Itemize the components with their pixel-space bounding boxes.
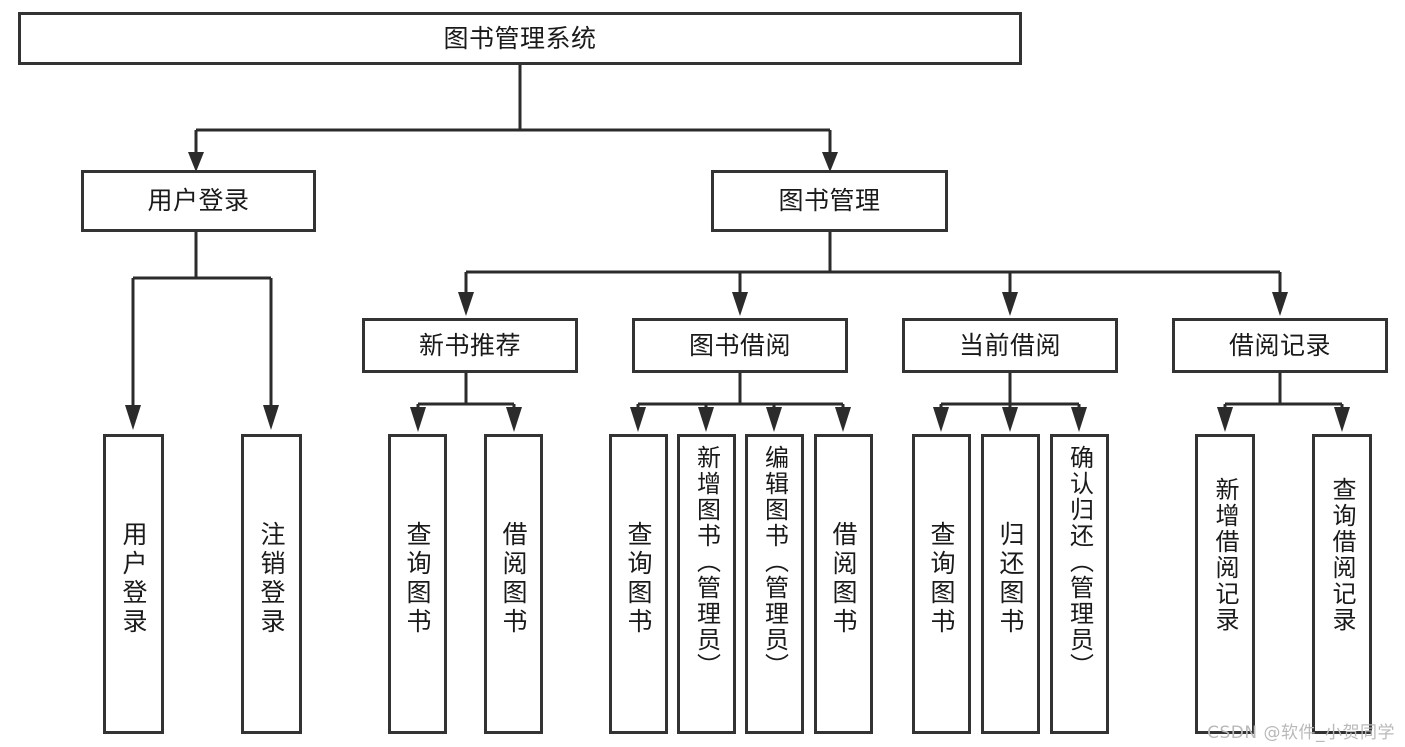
leaf-return-book[interactable]: 归还图书: [981, 434, 1040, 734]
leaf-edit-book[interactable]: 编辑图书（管理员）: [745, 434, 804, 734]
leaf-logout[interactable]: 注销登录: [241, 434, 302, 734]
node-label: 用户登录: [119, 521, 148, 637]
node-user-login[interactable]: 用户登录: [81, 170, 316, 232]
node-label: 编辑图书（管理员）: [760, 445, 789, 679]
node-label: 查询图书: [403, 521, 432, 637]
node-label: 借阅记录: [1228, 330, 1331, 360]
node-book-manage[interactable]: 图书管理: [711, 170, 948, 232]
csdn-watermark: CSDN @软件_小贺同学: [1207, 723, 1395, 743]
node-current-borrow[interactable]: 当前借阅: [902, 318, 1118, 373]
node-label: 查询借阅记录: [1328, 477, 1356, 633]
node-label: 图书管理: [778, 186, 881, 216]
node-label: 新书推荐: [418, 330, 521, 360]
node-label: 查询图书: [927, 521, 956, 637]
node-label: 注销登录: [257, 521, 286, 637]
node-label: 查询图书: [624, 521, 653, 637]
leaf-borrow-book-1[interactable]: 借阅图书: [484, 434, 543, 734]
node-book-borrow[interactable]: 图书借阅: [632, 318, 848, 373]
leaf-add-book[interactable]: 新增图书（管理员）: [677, 434, 736, 734]
leaf-add-record[interactable]: 新增借阅记录: [1195, 434, 1255, 734]
leaf-query-record[interactable]: 查询借阅记录: [1312, 434, 1372, 734]
node-label: 图书管理系统: [443, 23, 597, 53]
node-label: 用户登录: [147, 186, 250, 216]
node-label: 新增借阅记录: [1211, 477, 1239, 633]
node-label: 图书借阅: [688, 330, 791, 360]
node-label: 确认归还（管理员）: [1065, 445, 1094, 679]
node-borrow-record[interactable]: 借阅记录: [1172, 318, 1388, 373]
node-new-book-rec[interactable]: 新书推荐: [362, 318, 578, 373]
leaf-query-book-2[interactable]: 查询图书: [609, 434, 668, 734]
node-label: 当前借阅: [958, 330, 1061, 360]
node-label: 借阅图书: [829, 521, 858, 637]
leaf-user-login[interactable]: 用户登录: [103, 434, 164, 734]
node-label: 归还图书: [996, 521, 1025, 637]
node-label: 借阅图书: [499, 521, 528, 637]
node-label: 新增图书（管理员）: [692, 445, 721, 679]
leaf-confirm-return[interactable]: 确认归还（管理员）: [1050, 434, 1109, 734]
node-root-system[interactable]: 图书管理系统: [18, 12, 1022, 65]
leaf-query-book-3[interactable]: 查询图书: [912, 434, 971, 734]
leaf-borrow-book-2[interactable]: 借阅图书: [814, 434, 873, 734]
leaf-query-book-1[interactable]: 查询图书: [388, 434, 447, 734]
